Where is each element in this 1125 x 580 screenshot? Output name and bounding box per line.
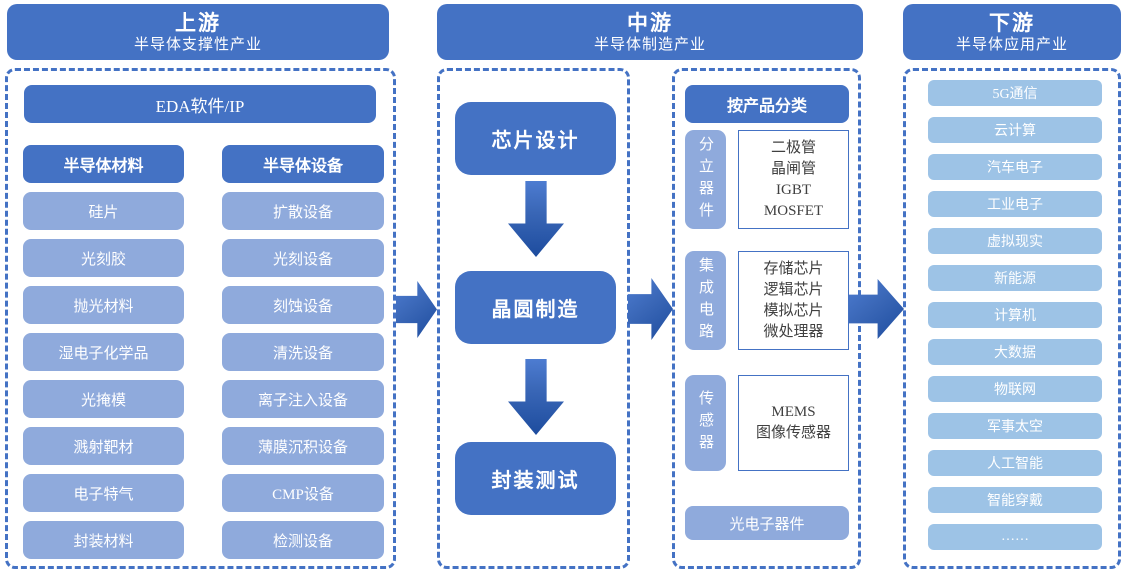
application-item: 虚拟现实 [928,228,1102,254]
classification-header: 按产品分类 [685,85,849,123]
application-item: 大数据 [928,339,1102,365]
list-item: 模拟芯片 [763,302,824,319]
material-item: 硅片 [23,192,184,230]
product-classification-panel: 按产品分类 分立器件 二极管 晶闸管 IGBT MOSFET 集成电路 存储芯片… [672,68,861,569]
sensors-label: 传感器 [685,375,726,471]
material-item: 封装材料 [23,521,184,559]
upstream-header: 上游 半导体支撑性产业 [7,4,389,60]
application-item: 军事太空 [928,413,1102,439]
optoelectronics-box: 光电子器件 [685,506,849,540]
discrete-devices-label: 分立器件 [685,130,726,229]
equipment-item: 刻蚀设备 [222,286,384,324]
material-item: 溅射靶材 [23,427,184,465]
list-item: MEMS [771,404,816,420]
arrow-down-icon [508,359,564,435]
midstream-header: 中游 半导体制造产业 [437,4,863,60]
application-item: 人工智能 [928,450,1102,476]
material-item: 电子特气 [23,474,184,512]
midstream-title: 中游 [627,10,673,35]
equipment-item: 光刻设备 [222,239,384,277]
list-item: MOSFET [763,202,824,219]
application-item: …… [928,524,1102,550]
midstream-subtitle: 半导体制造产业 [593,36,706,53]
material-item: 光掩模 [23,380,184,418]
arrow-right-icon [396,281,437,338]
equipment-item: 清洗设备 [222,333,384,371]
wafer-fabrication-box: 晶圆制造 [455,271,616,344]
upstream-subtitle: 半导体支撑性产业 [133,36,262,53]
midstream-flow-panel: 芯片设计 晶圆制造 封装测试 [437,68,630,569]
materials-column: 半导体材料 硅片 光刻胶 抛光材料 湿电子化学品 光掩模 溅射靶材 电子特气 封… [23,145,184,559]
list-item: 存储芯片 [763,260,824,277]
downstream-subtitle: 半导体应用产业 [955,36,1068,53]
application-item: 汽车电子 [928,154,1102,180]
application-item: 新能源 [928,265,1102,291]
material-item: 湿电子化学品 [23,333,184,371]
equipment-item: 检测设备 [222,521,384,559]
discrete-devices-list: 二极管 晶闸管 IGBT MOSFET [738,130,849,229]
equipment-item: 薄膜沉积设备 [222,427,384,465]
application-item: 计算机 [928,302,1102,328]
integrated-circuits-list: 存储芯片 逻辑芯片 模拟芯片 微处理器 [738,251,849,350]
application-item: 云计算 [928,117,1102,143]
application-item: 5G通信 [928,80,1102,106]
list-item: IGBT [776,181,811,198]
eda-software-ip-box: EDA软件/IP [24,85,376,123]
equipment-column: 半导体设备 扩散设备 光刻设备 刻蚀设备 清洗设备 离子注入设备 薄膜沉积设备 … [222,145,384,559]
list-item: 晶闸管 [770,160,816,177]
application-item: 工业电子 [928,191,1102,217]
arrow-down-icon [508,181,564,257]
equipment-item: 离子注入设备 [222,380,384,418]
arrow-right-icon [628,278,673,340]
list-item: 图像传感器 [755,425,831,441]
application-item: 智能穿戴 [928,487,1102,513]
upstream-panel: EDA软件/IP 半导体材料 硅片 光刻胶 抛光材料 湿电子化学品 光掩模 溅射… [5,68,396,569]
equipment-item: 扩散设备 [222,192,384,230]
chip-design-box: 芯片设计 [455,102,616,175]
list-item: 逻辑芯片 [763,281,824,298]
sensors-list: MEMS 图像传感器 [738,375,849,471]
equipment-header: 半导体设备 [222,145,384,183]
material-item: 光刻胶 [23,239,184,277]
list-item: 微处理器 [763,323,824,340]
application-item: 物联网 [928,376,1102,402]
material-item: 抛光材料 [23,286,184,324]
packaging-testing-box: 封装测试 [455,442,616,515]
integrated-circuits-label: 集成电路 [685,251,726,350]
upstream-title: 上游 [175,10,221,35]
equipment-item: CMP设备 [222,474,384,512]
downstream-title: 下游 [989,10,1035,35]
materials-header: 半导体材料 [23,145,184,183]
list-item: 二极管 [770,139,816,156]
application-list: 5G通信 云计算 汽车电子 工业电子 虚拟现实 新能源 计算机 大数据 物联网 … [928,80,1102,550]
downstream-panel: 5G通信 云计算 汽车电子 工业电子 虚拟现实 新能源 计算机 大数据 物联网 … [903,68,1121,569]
downstream-header: 下游 半导体应用产业 [903,4,1121,60]
